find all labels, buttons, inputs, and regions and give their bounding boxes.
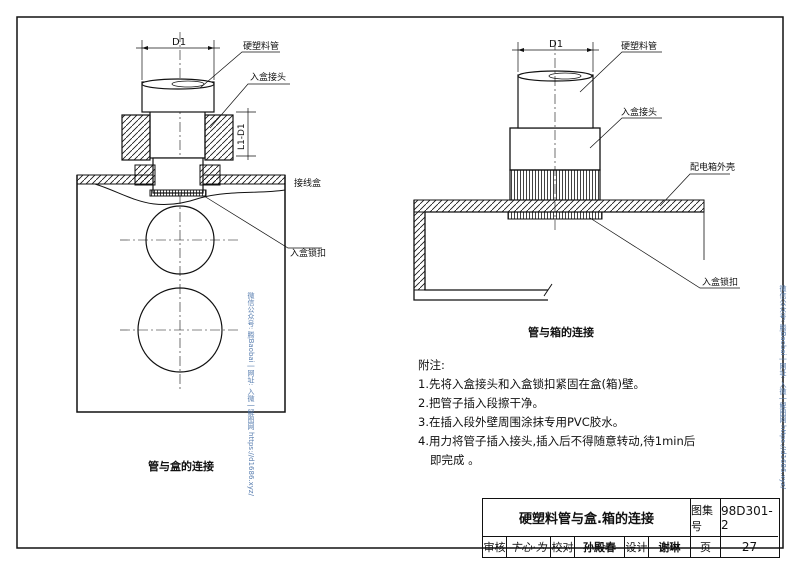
title-block: 硬塑料管与盒.箱的连接 图集号 98D301-2 审核 卞心·为 校对 孙殿春 … (482, 498, 780, 558)
caption-box: 管与盒的连接 (148, 460, 214, 473)
atlas-label: 图集号 (691, 499, 721, 537)
page-label: 页 (691, 537, 721, 557)
connector-spigot (152, 157, 204, 194)
locknut-left (149, 189, 207, 197)
review-label: 审核 (483, 537, 507, 557)
break-line (94, 183, 286, 206)
cabinet-shell-side (413, 211, 426, 291)
connector-label-right: 入盒接头 (621, 106, 657, 118)
l1-label: L1-D1 (237, 123, 247, 150)
drawing-border (16, 16, 784, 549)
note-item: 即完成 。 (430, 453, 480, 467)
check-label: 校对 (551, 537, 575, 557)
watermark-left: 微信公众号: 腾Baobai | 网址: 入微 | 解图网 https://d1… (247, 292, 255, 496)
junction-box-outline (76, 175, 286, 413)
connector-nut-left (121, 114, 151, 161)
note-item: 4.用力将管子插入接头,插入后不得随意转动,待1min后 (418, 434, 696, 448)
design-signature: 谢琳 (649, 537, 691, 557)
d1-label-left: D1 (172, 37, 186, 48)
design-label: 设计 (625, 537, 649, 557)
caption-cabinet: 管与箱的连接 (528, 326, 594, 339)
notes: 附注: 1.先将入盒接头和入盒锁扣紧固在盒(箱)壁。 2.把管子插入段擦干净。 … (418, 356, 718, 470)
pipe-label-left: 硬塑料管 (243, 40, 279, 52)
connector-body (149, 107, 206, 159)
review-signature: 卞心·为 (507, 537, 551, 557)
note-item: 3.在插入段外壁周围涂抹专用PVC胶水。 (418, 415, 625, 429)
cabinet-shell-label: 配电箱外壳 (690, 161, 735, 173)
notes-title: 附注: (418, 358, 445, 372)
page-number: 27 (741, 540, 758, 554)
junction-box-label: 接线盒 (294, 177, 321, 189)
pipe-label-right: 硬塑料管 (621, 40, 657, 52)
note-item: 1.先将入盒接头和入盒锁扣紧固在盒(箱)壁。 (418, 377, 645, 391)
connector-label-left: 入盒接头 (250, 71, 286, 83)
box-connection-drawing: D1 L1-D1 硬塑料管 入盒接头 接线盒 入盒锁扣 (76, 32, 326, 413)
drawing-title: 硬塑料管与盒.箱的连接 (483, 499, 691, 537)
check-signature: 孙殿春 (575, 537, 625, 557)
watermark-right: 微信公众号: 腾Baobai | 网址: 入微 | 解图网 https://d1… (779, 285, 787, 489)
atlas-number: 98D301-2 (721, 499, 778, 537)
cabinet-connection-drawing: D1 硬塑料管 入盒接头 配电箱外壳 入盒锁扣 (413, 39, 740, 301)
d1-label-right: D1 (549, 39, 563, 50)
note-item: 2.把管子插入段擦干净。 (418, 396, 544, 410)
locknut-label-left: 入盒锁扣 (290, 247, 326, 259)
locknut-label-right: 入盒锁扣 (702, 276, 738, 288)
cabinet-shell-top (413, 199, 705, 213)
pipe-right (517, 74, 594, 129)
connector-nut-right (204, 114, 234, 161)
